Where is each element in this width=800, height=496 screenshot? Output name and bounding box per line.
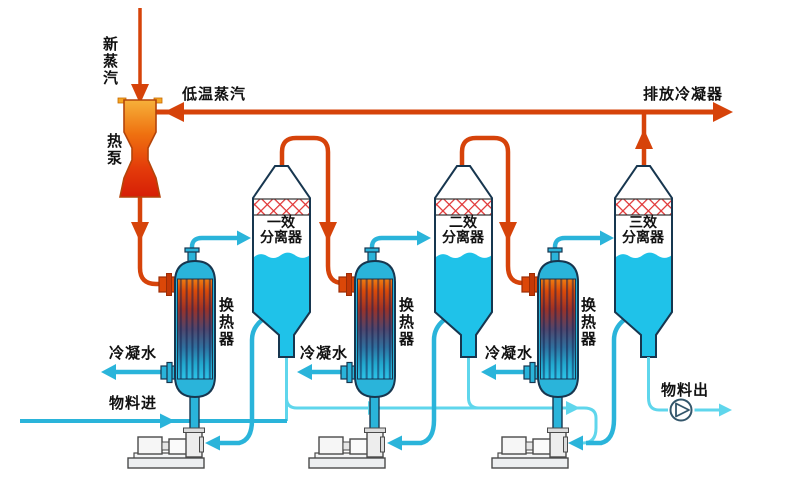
arrow-left-icon [101, 364, 116, 380]
arrow-up-icon [635, 129, 653, 149]
arrow-left-icon [387, 435, 402, 451]
recirculation-line-2 [387, 318, 446, 451]
separator-1-name-line2: 分离器 [260, 230, 302, 246]
separator-3-name-line1: 三效 [629, 215, 657, 231]
arrow-right-icon [160, 413, 175, 429]
hx-to-separator-line-2 [369, 230, 431, 254]
product-line [647, 357, 732, 417]
heat-pump [117, 97, 163, 198]
arrow-left-icon [205, 435, 220, 451]
arrow-right-icon [713, 102, 733, 122]
label-separator-2: 二效 分离器 [418, 216, 508, 246]
arrow-down-icon [319, 222, 337, 242]
arrow-right-icon [237, 230, 251, 246]
arrow-left-icon [297, 364, 312, 380]
hx-to-separator-line-3 [552, 230, 614, 254]
arrow-down-icon [131, 84, 149, 104]
arrow-left-icon [568, 435, 583, 451]
circulation-pump-1 [127, 427, 205, 469]
hx-to-separator-line-1 [189, 230, 251, 254]
label-heat-exchanger-2: 换热器 [397, 297, 415, 348]
steam-main-line [150, 102, 733, 168]
vapor-line-1 [279, 135, 348, 286]
label-separator-1: 一效 分离器 [236, 216, 326, 246]
arrow-right-icon [600, 230, 614, 246]
arrow-right-icon [566, 401, 580, 415]
separator-2-name-line1: 二效 [449, 215, 477, 231]
separator-2-name-line2: 分离器 [442, 230, 484, 246]
separator-3 [614, 165, 673, 358]
arrow-left-icon [164, 102, 184, 122]
heat-exchanger-1 [158, 247, 216, 433]
heat-exchanger-2 [338, 247, 396, 433]
heat-pump-outlet-line [131, 194, 164, 287]
recirculation-line-1 [205, 318, 264, 451]
circulation-pump-3 [491, 427, 570, 469]
label-separator-3: 三效 分离器 [598, 216, 688, 246]
fresh-steam-inlet [131, 8, 149, 104]
arrow-down-icon [131, 222, 149, 242]
arrow-right-icon [719, 403, 732, 417]
product-pump [669, 398, 693, 422]
separator-2 [434, 165, 493, 358]
separator-1-name-line1: 一效 [267, 215, 295, 231]
label-heat-exchanger-3: 换热器 [579, 297, 597, 348]
label-material-in: 物料进 [109, 394, 158, 412]
arrow-left-icon [481, 364, 496, 380]
separator-3-name-line2: 分离器 [622, 230, 664, 246]
label-heat-exchanger-1: 换热器 [217, 297, 235, 348]
pump-triangle-icon [675, 402, 690, 418]
label-vent-condenser: 排放冷凝器 [643, 85, 724, 103]
circulation-pump-2 [308, 427, 387, 469]
label-material-out: 物料出 [661, 381, 710, 399]
recirculation-line-3 [568, 318, 626, 451]
label-condensate-3: 冷凝水 [485, 344, 534, 362]
arrow-right-icon [417, 230, 431, 246]
feed-line [20, 413, 287, 429]
label-low-temp-steam: 低温蒸汽 [182, 85, 247, 103]
label-condensate-1: 冷凝水 [109, 344, 158, 362]
separator-1 [252, 165, 311, 358]
label-fresh-steam: 新蒸汽 [101, 36, 119, 87]
label-condensate-2: 冷凝水 [300, 344, 349, 362]
label-heat-pump: 热泵 [105, 133, 123, 167]
